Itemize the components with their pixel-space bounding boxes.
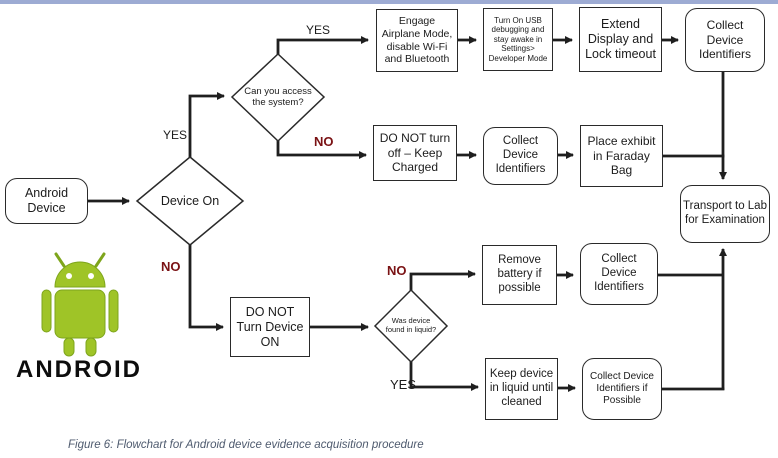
step-remove-battery: Remove battery if possible [482, 245, 557, 305]
step-engage-airplane-mode: Engage Airplane Mode, disable Wi-Fi and … [376, 9, 458, 72]
step-place-exhibit-faraday-bag: Place exhibit in Faraday Bag [580, 125, 663, 187]
step-do-not-turn-off: DO NOT turn off – Keep Charged [373, 125, 457, 181]
robot-eye-left [66, 273, 72, 279]
connector-can-access-no [276, 138, 367, 159]
android-robot-icon [41, 252, 119, 357]
decision-found-liquid-shape [373, 288, 449, 364]
branch-label-yes-device-on: YES [163, 128, 188, 142]
branch-label-yes-found-liquid: YES [390, 377, 417, 392]
step-collect-device-identifiers-top: Collect Device Identifiers [685, 8, 765, 72]
android-wordmark: ANDROID [16, 356, 142, 383]
step-usb-debugging: Turn On USB debugging and stay awake in … [483, 8, 553, 71]
decision-device-on-label: Device On [160, 193, 220, 208]
step-collect-device-identifiers-mid: Collect Device Identifiers [483, 127, 558, 185]
step-keep-device-in-liquid: Keep device in liquid until cleaned [485, 358, 558, 420]
figure-caption: Figure 6: Flowchart for Android device e… [68, 439, 424, 451]
connector-can-access-yes [276, 36, 369, 57]
decision-can-access-label: Can you access the system? [244, 85, 312, 108]
robot-eye-right [88, 273, 94, 279]
decision-can-access-shape [230, 52, 326, 143]
branch-label-no-found-liquid: NO [387, 263, 407, 278]
node-android-device: Android Device [5, 178, 88, 224]
connector-liquid-yes [409, 359, 479, 391]
step-extend-display-lock-timeout: Extend Display and Lock timeout [579, 7, 662, 72]
step-do-not-turn-device-on: DO NOT Turn Device ON [230, 297, 310, 357]
step-collect-device-identifiers-if-possible: Collect Device Identifiers if Possible [582, 358, 662, 420]
branch-label-no-device-on: NO [161, 259, 181, 274]
connector-liquid-no [409, 270, 476, 293]
connector-device-on-no [188, 242, 224, 331]
decision-device-on-shape [135, 156, 245, 246]
decision-found-liquid-label: Was device found in liquid? [385, 316, 437, 334]
step-collect-device-identifiers-no-liquid: Collect Device Identifiers [580, 243, 658, 305]
page-top-rule [0, 0, 778, 4]
step-transport-to-lab: Transport to Lab for Examination [680, 185, 770, 243]
branch-label-yes-can-access: YES [306, 23, 331, 37]
branch-label-no-can-access: NO [314, 134, 334, 149]
connector-device-on-yes [188, 92, 225, 160]
